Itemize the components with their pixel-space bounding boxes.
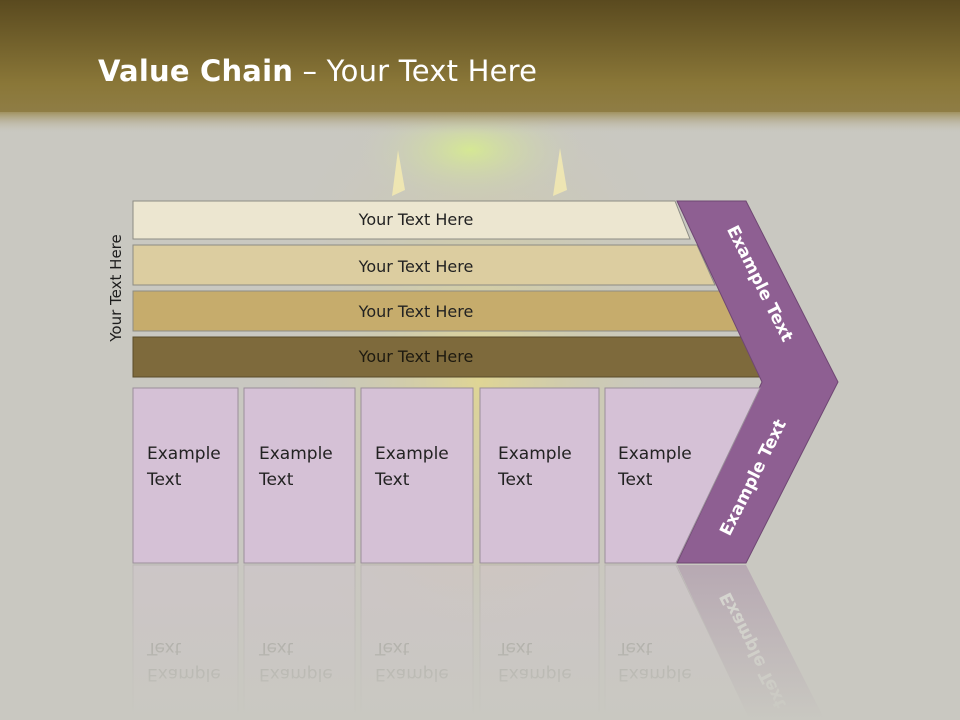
primary-box-line1: Example: [618, 444, 692, 464]
primary-boxes: Example Text Example Text Example Text E…: [132, 387, 761, 564]
primary-box-shape: [479, 387, 600, 564]
primary-box: Example Text: [360, 387, 474, 564]
primary-box-shape: [360, 387, 474, 564]
primary-box-line2: Text: [374, 470, 410, 490]
primary-box-shape: [132, 387, 239, 564]
support-row: Your Text Here: [132, 244, 716, 286]
margin-chevron-shape: [676, 200, 839, 564]
primary-box: Example Text: [604, 387, 761, 564]
support-row: Your Text Here: [132, 290, 739, 332]
primary-box-shape: [243, 387, 356, 564]
primary-box-shape: [604, 387, 761, 564]
support-row-label: Your Text Here: [358, 302, 474, 321]
support-row-bar: [132, 200, 691, 240]
support-row-bar: [132, 244, 716, 286]
slide-title: Value Chain – Your Text Here: [98, 54, 537, 88]
support-row-label: Your Text Here: [358, 257, 474, 276]
primary-box: Example Text: [479, 387, 600, 564]
reflection-fade: [120, 565, 860, 720]
primary-box: Example Text: [243, 387, 356, 564]
support-rows: Your Text Here Your Text Here Your Text …: [132, 200, 763, 378]
title-rest: – Your Text Here: [293, 54, 538, 88]
support-row: Your Text Here: [132, 200, 691, 240]
primary-box-line1: Example: [259, 444, 333, 464]
support-row-label: Your Text Here: [358, 210, 474, 229]
support-row-label: Your Text Here: [358, 347, 474, 366]
primary-box-line1: Example: [147, 444, 221, 464]
primary-box-line1: Example: [498, 444, 572, 464]
title-bold: Value Chain: [98, 54, 294, 88]
primary-box: Example Text: [132, 387, 239, 564]
primary-box-line2: Text: [258, 470, 294, 490]
primary-box-line2: Text: [146, 470, 182, 490]
primary-box-line2: Text: [617, 470, 653, 490]
primary-box-line1: Example: [375, 444, 449, 464]
primary-box-line2: Text: [497, 470, 533, 490]
support-row: Your Text Here: [132, 336, 763, 378]
